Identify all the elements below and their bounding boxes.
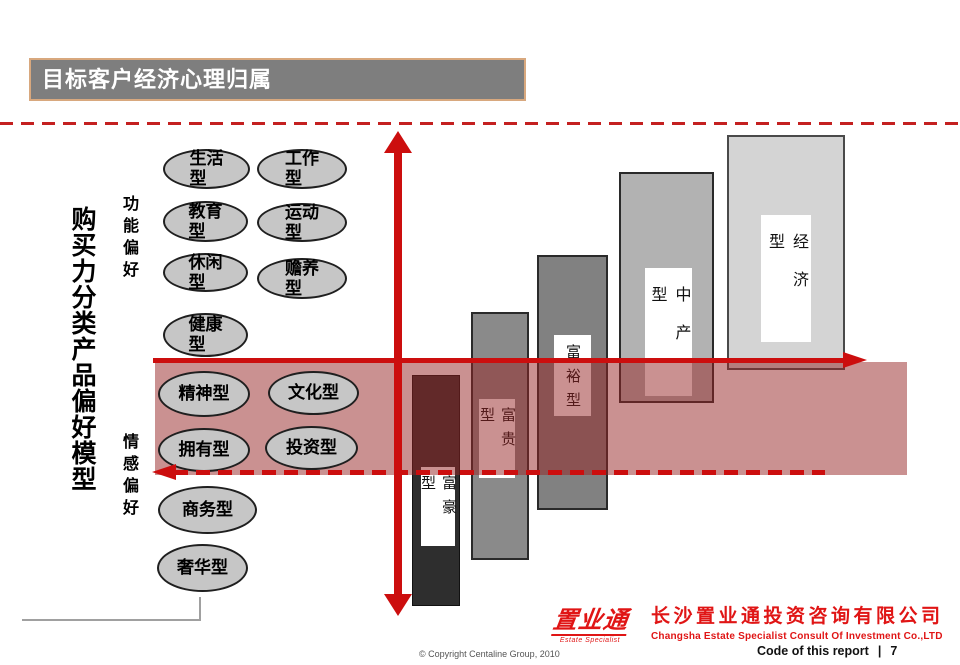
ellipse-label: 休闲 型: [188, 252, 223, 292]
copyright-text: © Copyright Centaline Group, 2010: [419, 649, 560, 659]
logo-cn-text: 置业通: [550, 607, 630, 636]
ellipse-shehua: 奢华型: [157, 544, 248, 592]
ellipse-gongzuo: 工作 型: [257, 149, 347, 189]
emotional-band-overlay: [155, 362, 907, 475]
ellipse-label: 精神型: [178, 384, 230, 404]
ellipse-jiaoyu: 教育 型: [163, 201, 248, 242]
ellipse-touzi: 投资型: [265, 426, 358, 470]
ellipse-label: 商务型: [182, 500, 233, 520]
page-title: 目标客户经济心理归属: [29, 58, 526, 101]
horizontal-dashed-arrow: [174, 470, 825, 475]
ellipse-jingshen: 精神型: [158, 371, 250, 417]
emotional-preference-label: 情感偏好: [120, 433, 137, 521]
top-dashed-divider: [0, 122, 960, 125]
horizontal-axis-solid-arrow: [153, 358, 845, 363]
ellipse-label: 赡养 型: [285, 258, 319, 298]
ellipse-shangwu: 商务型: [158, 486, 257, 534]
report-code-label: Code of this report: [757, 644, 869, 658]
ellipse-xiuxian: 休闲 型: [163, 253, 248, 292]
vertical-axis-arrowhead-up: [384, 131, 412, 153]
connector-line-vertical: [199, 597, 201, 621]
report-code-separator: |: [877, 644, 882, 658]
connector-line-horizontal: [22, 619, 201, 621]
ellipse-label: 文化型: [288, 383, 339, 403]
ellipse-jiankang: 健康 型: [163, 313, 248, 357]
ellipse-wenhua: 文化型: [268, 371, 359, 415]
ellipse-label: 投资型: [286, 438, 337, 458]
ellipse-label: 奢华型: [177, 558, 228, 578]
company-name-block: 长沙置业通投资咨询有限公司 Changsha Estate Specialist…: [651, 606, 944, 642]
logo-en-text: Estate Specialist: [559, 637, 621, 644]
ellipse-label: 运动 型: [285, 202, 319, 242]
ellipse-shenghuo: 生活 型: [163, 149, 250, 189]
ellipse-label: 健康 型: [188, 315, 223, 354]
company-name-cn: 长沙置业通投资咨询有限公司: [651, 606, 944, 627]
model-title-vertical: 购买力分类产品偏好模型: [68, 206, 96, 492]
vertical-axis-arrowhead-down: [384, 594, 412, 616]
company-name-en: Changsha Estate Specialist Consult Of In…: [651, 630, 943, 642]
functional-preference-label: 功能偏好: [120, 195, 137, 283]
horizontal-dashed-arrowhead-left: [152, 464, 176, 480]
bar-label-fuhao: 富豪型: [419, 467, 457, 546]
ellipse-label: 拥有型: [178, 440, 230, 460]
ellipse-label: 工作 型: [285, 149, 319, 188]
ellipse-yundong: 运动 型: [257, 203, 347, 242]
page-number: 7: [890, 644, 898, 658]
bar-jingji: 经济型: [727, 135, 845, 370]
report-code-line: Code of this report | 7: [757, 644, 897, 658]
vertical-axis-arrow: [394, 149, 402, 597]
ellipse-shanyang: 赡养 型: [257, 258, 347, 299]
ellipse-label: 教育 型: [188, 201, 223, 241]
ellipse-label: 生活 型: [189, 149, 224, 188]
bar-label-jingji: 经济型: [761, 215, 811, 342]
horizontal-axis-arrowhead-right: [843, 352, 867, 368]
company-logo: 置业通 Estate Specialist: [546, 607, 634, 644]
